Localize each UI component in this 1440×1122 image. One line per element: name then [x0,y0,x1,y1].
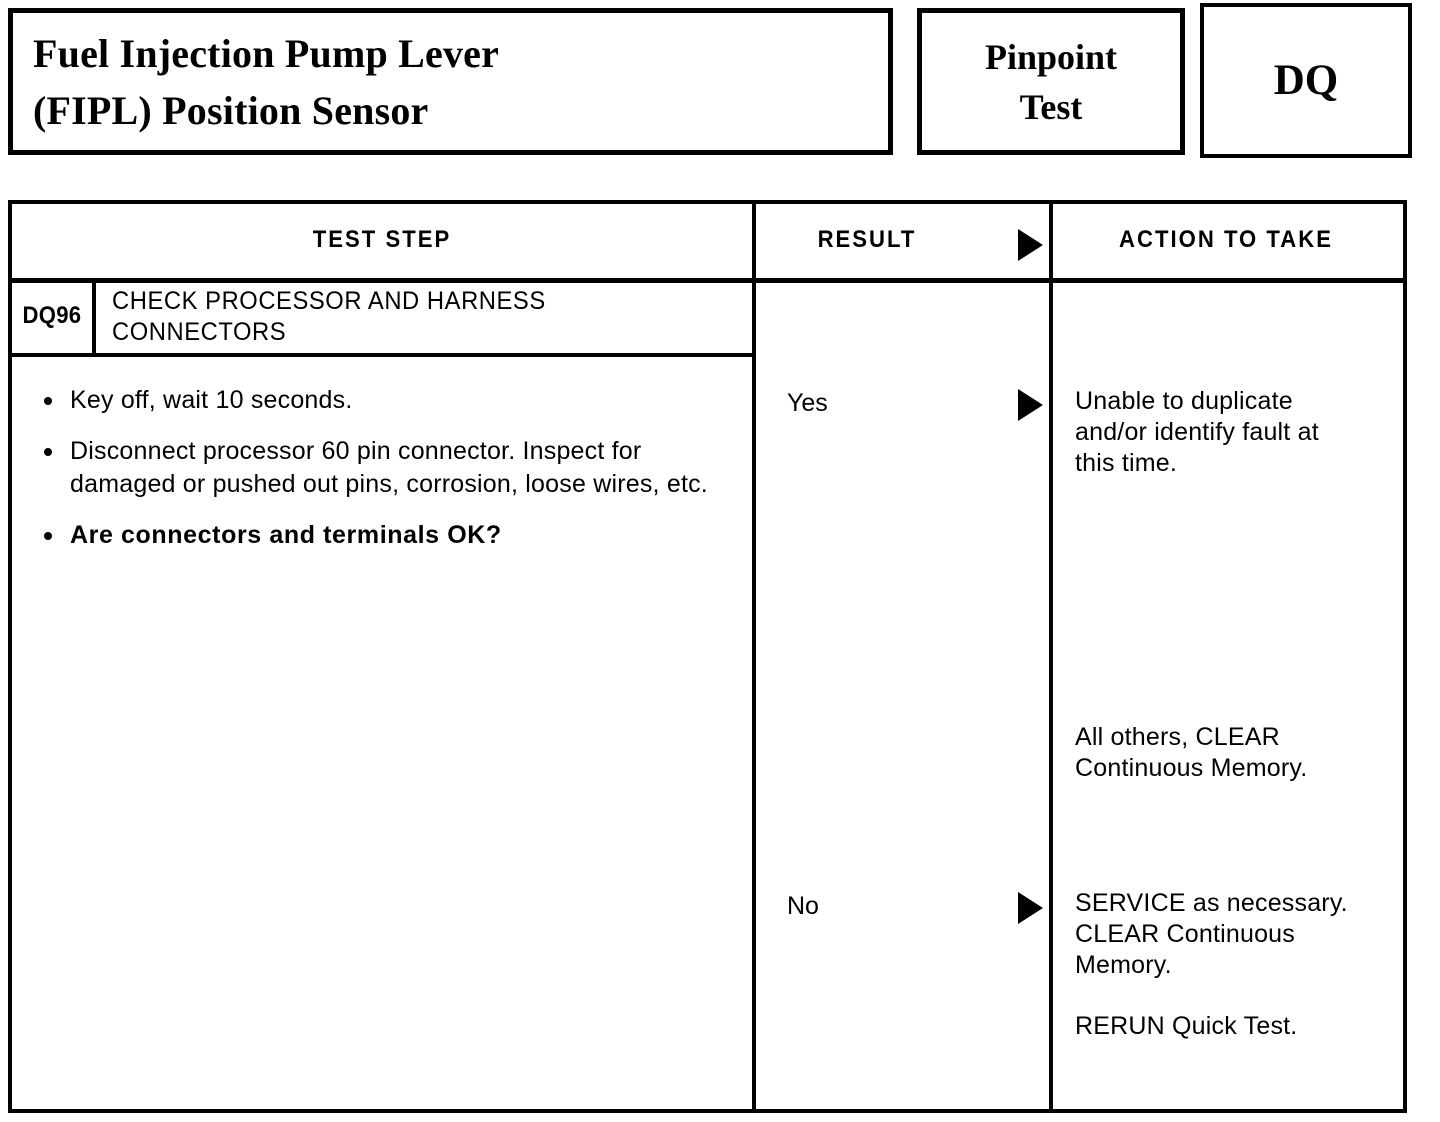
table-header-rule [12,278,1403,283]
bullet-dot-icon [44,448,52,456]
step-title-label: CHECK PROCESSOR AND HARNESS CONNECTORS [112,287,546,346]
result-no-label: No [787,892,819,920]
pinpoint-label-line1: Pinpoint [984,36,1118,77]
step-title-cell: CHECK PROCESSOR AND HARNESS CONNECTORS [96,278,752,357]
step-instruction-list: Key off, wait 10 seconds. Disconnect pro… [36,384,736,570]
column-header-result: RESULT [817,226,917,253]
pinpoint-label-line2: Test [1019,86,1083,127]
arrow-right-icon [1018,229,1043,261]
column-header-test-step: TEST STEP [312,226,452,253]
bullet-dot-icon [44,532,52,540]
arrow-right-icon [1018,389,1043,421]
arrow-right-icon [1018,892,1043,924]
column-divider-result [752,204,756,1109]
document-title-box: Fuel Injection Pump Lever (FIPL) Positio… [8,8,893,155]
list-item: Are connectors and terminals OK? [36,519,736,552]
list-item-text: Disconnect processor 60 pin connector. I… [70,437,708,498]
step-id-label: DQ96 [22,301,82,329]
result-yes-label: Yes [787,389,828,417]
list-item: Disconnect processor 60 pin connector. I… [36,435,736,501]
action-text-all-others: All others, CLEAR Continuous Memory. [1075,723,1308,782]
action-text-no: SERVICE as necessary. CLEAR Continuous M… [1075,889,1348,979]
page-header: Fuel Injection Pump Lever (FIPL) Positio… [0,0,1440,170]
list-item-text: Key off, wait 10 seconds. [70,386,353,414]
bullet-dot-icon [44,397,52,405]
list-item-text: Are connectors and terminals OK? [70,521,502,549]
action-text-rerun: RERUN Quick Test. [1075,1012,1298,1040]
test-code-label: DQ [1273,57,1339,104]
pinpoint-test-box: Pinpoint Test [917,8,1185,155]
test-code-box: DQ [1200,3,1412,158]
column-divider-action [1049,204,1053,1109]
column-header-action-to-take: ACTION TO TAKE [1119,226,1333,253]
step-id-cell: DQ96 [12,278,96,357]
pinpoint-test-table: TEST STEP RESULT ACTION TO TAKE DQ96 CHE… [8,200,1407,1113]
action-text-yes: Unable to duplicate and/or identify faul… [1075,387,1319,477]
list-item: Key off, wait 10 seconds. [36,384,736,417]
page-title: Fuel Injection Pump Lever (FIPL) Positio… [33,31,500,133]
